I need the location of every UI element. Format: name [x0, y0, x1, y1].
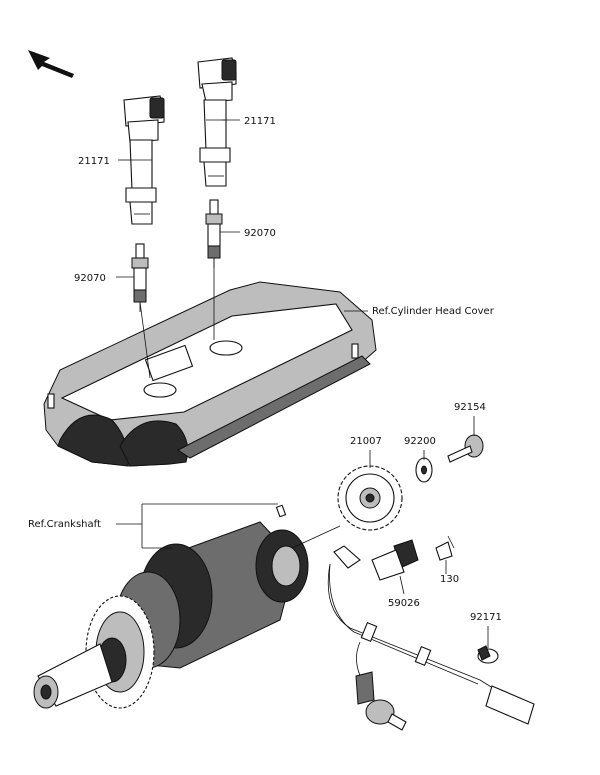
label-cylinder-head-ref: Ref.Cylinder Head Cover: [372, 306, 495, 317]
label-coil-upper: 21171: [244, 116, 276, 127]
cylinder-head-cover: [43, 281, 377, 467]
ignition-coil-upper: [197, 57, 237, 187]
bolt: [447, 434, 484, 463]
crank-sensor: [333, 535, 455, 581]
spark-plug-upper: [205, 199, 223, 268]
label-plug-left: 92070: [74, 273, 106, 284]
callout-lines: [116, 119, 489, 648]
clamp: [477, 645, 499, 664]
label-bolt: 92154: [454, 402, 486, 413]
label-washer: 92200: [404, 436, 436, 447]
washer: [415, 457, 433, 483]
ignition-coil-left: [123, 95, 165, 225]
timing-rotor: [337, 465, 403, 531]
label-coil-left: 21171: [78, 156, 110, 167]
label-plug-upper: 92070: [244, 228, 276, 239]
spark-plug-left: [131, 243, 149, 312]
label-sensor: 59026: [388, 598, 420, 609]
label-bolt-small: 130: [440, 574, 459, 585]
label-clamp: 92171: [470, 612, 502, 623]
wiring-harness: [327, 563, 535, 731]
arrow-icon: [28, 50, 74, 78]
crankshaft: [33, 504, 309, 709]
label-crankshaft-ref: Ref.Crankshaft: [28, 519, 101, 530]
label-rotor: 21007: [350, 436, 382, 447]
